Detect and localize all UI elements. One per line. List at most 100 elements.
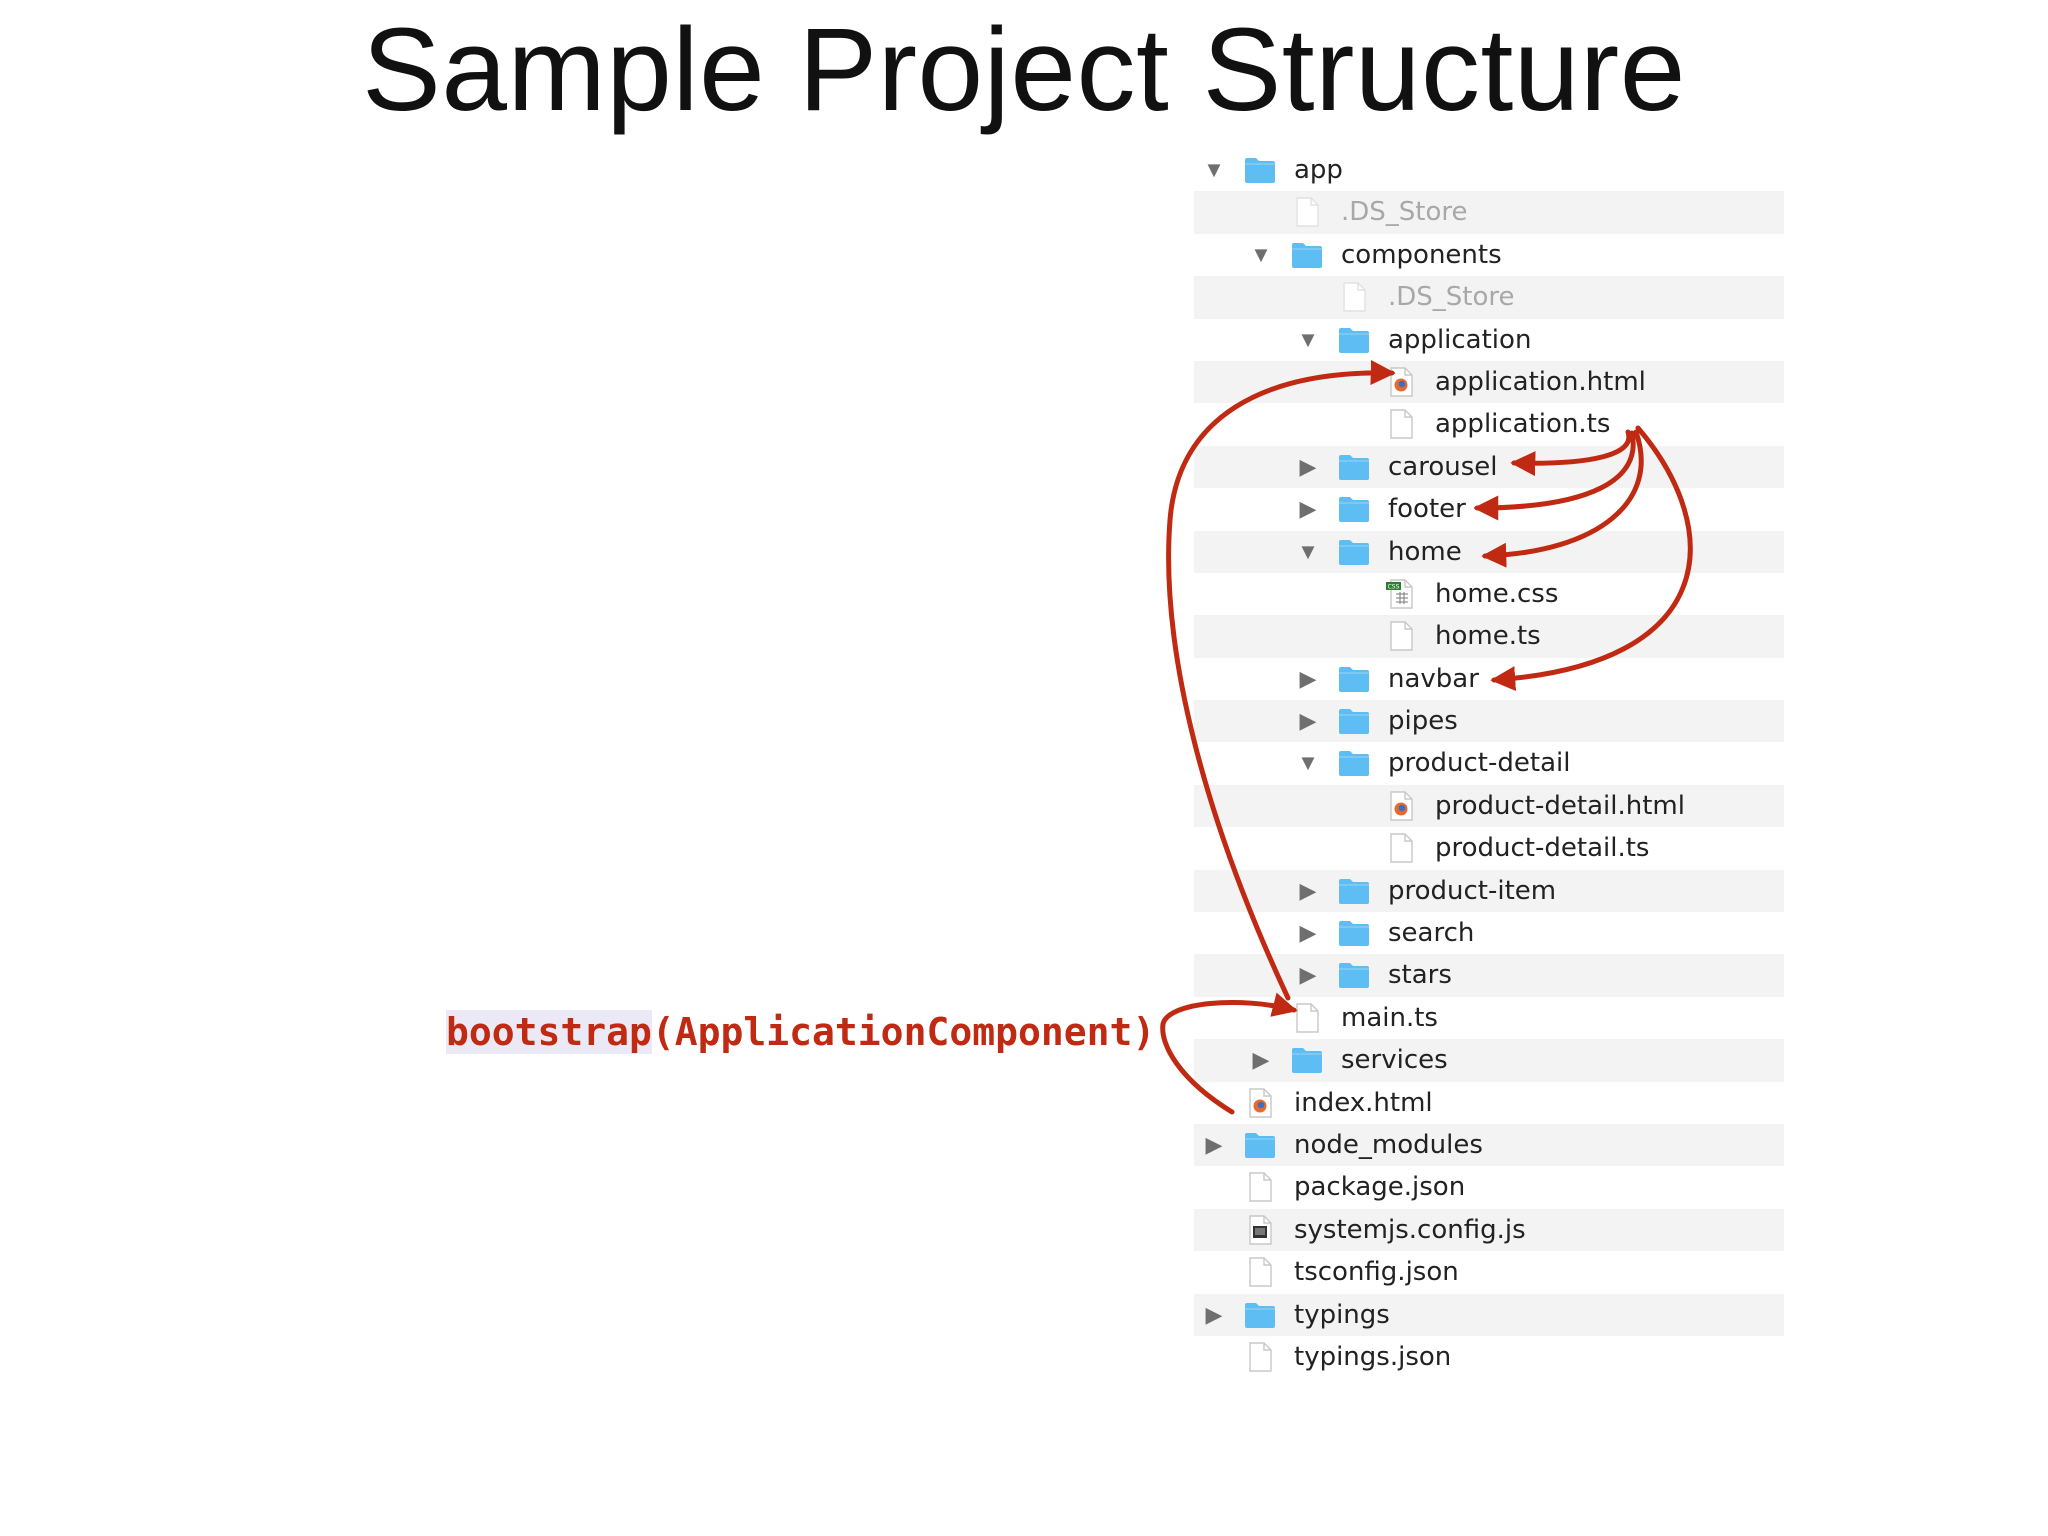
tree-row[interactable]: ▶ node_modules (1194, 1123, 1784, 1167)
folder-icon (1338, 325, 1370, 355)
disclosure-open-icon[interactable]: ▼ (1203, 157, 1225, 182)
tree-item-label: typings.json (1294, 1341, 1452, 1372)
file-icon (1291, 1003, 1323, 1033)
svg-text:CSS: CSS (1388, 583, 1400, 590)
tree-row[interactable]: package.json (1194, 1166, 1784, 1208)
html-file-icon (1385, 791, 1417, 821)
disclosure-closed-icon[interactable]: ▶ (1252, 1047, 1270, 1073)
tree-row[interactable]: index.html (1194, 1082, 1784, 1124)
disclosure-closed-icon[interactable]: ▶ (1299, 665, 1317, 691)
tree-row[interactable]: ▶pipes (1194, 700, 1784, 743)
disclosure-open-icon[interactable]: ▼ (1297, 538, 1319, 564)
tree-row[interactable]: ▶ product-item (1194, 869, 1784, 913)
disclosure-closed-icon[interactable]: ▶ (1205, 1131, 1223, 1157)
tree-row[interactable]: ▼ app (1194, 149, 1784, 191)
disclosure-open-icon[interactable]: ▼ (1297, 326, 1319, 352)
arrow-app-ts-to-carousel (1510, 429, 1632, 477)
arrow-bootstrap-to-main (1160, 992, 1298, 1115)
disclosure-closed-icon[interactable]: ▶ (1299, 962, 1317, 988)
tree-item-label: package.json (1294, 1172, 1466, 1203)
hidden-file-icon (1291, 197, 1323, 228)
tree-row[interactable]: ▼ product-detail (1194, 742, 1784, 784)
bootstrap-call-label: bootstrap(ApplicationComponent) (446, 1004, 1155, 1060)
tree-item-label: application.ts (1435, 409, 1611, 440)
arrow-app-ts-to-navbar (1490, 425, 1693, 692)
tree-row[interactable]: typings.json (1194, 1336, 1784, 1378)
tree-row[interactable]: ▼ application (1194, 319, 1784, 361)
tree-row[interactable]: ▶ footer (1194, 488, 1784, 530)
tree-item-label: home.css (1435, 578, 1559, 609)
tree-row[interactable]: ▶ navbar (1194, 658, 1784, 700)
tree-item-label: product-detail.ts (1435, 833, 1650, 864)
tree-row[interactable]: home.ts (1194, 615, 1784, 658)
css-file-icon: CSS (1385, 579, 1417, 609)
tree-item-label: app (1294, 155, 1343, 185)
tree-row[interactable]: product-detail.html (1194, 784, 1784, 828)
tree-item-label: navbar (1388, 663, 1479, 694)
tree-item-label: home (1388, 536, 1462, 567)
tree-row[interactable]: systemjs.config.js (1194, 1208, 1784, 1252)
tree-item-label: product-item (1388, 875, 1557, 906)
file-icon (1244, 1342, 1276, 1372)
arrow-main-to-application-html (1166, 360, 1396, 1001)
file-icon (1244, 1257, 1276, 1287)
bootstrap-keyword: bootstrap (446, 1010, 652, 1054)
tree-row[interactable]: ▶carousel (1194, 445, 1784, 489)
folder-icon (1338, 960, 1370, 990)
tree-item-label: components (1341, 239, 1502, 270)
folder-icon (1338, 494, 1370, 524)
tree-row[interactable]: .DS_Store (1194, 276, 1784, 319)
tree-row[interactable]: ▶typings (1194, 1293, 1784, 1336)
tree-item-label: product-detail.html (1435, 790, 1685, 821)
file-icon (1385, 621, 1417, 651)
tree-row[interactable]: product-detail.ts (1194, 827, 1784, 869)
folder-icon (1338, 706, 1370, 736)
folder-icon (1338, 537, 1370, 567)
tree-item-label: .DS_Store (1341, 197, 1468, 228)
file-tree: ▼ app .DS_Store ▼ components .DS_Store ▼ applic… (1194, 149, 1784, 1378)
folder-icon (1338, 664, 1370, 694)
tree-item-label: main.ts (1341, 1002, 1438, 1033)
folder-icon (1244, 155, 1276, 185)
tree-item-label: .DS_Store (1388, 282, 1515, 313)
tree-item-label: application (1388, 324, 1532, 355)
arrow-app-ts-to-home (1481, 429, 1644, 568)
tree-row[interactable]: application.ts (1194, 403, 1784, 445)
disclosure-closed-icon[interactable]: ▶ (1299, 453, 1317, 479)
disclosure-open-icon[interactable]: ▼ (1297, 750, 1319, 776)
tree-item-label: search (1388, 918, 1475, 949)
disclosure-closed-icon[interactable]: ▶ (1299, 708, 1317, 734)
tree-row[interactable]: tsconfig.json (1194, 1251, 1784, 1293)
tree-item-label: systemjs.config.js (1294, 1214, 1526, 1245)
disclosure-closed-icon[interactable]: ▶ (1299, 877, 1317, 903)
tree-item-label: application.html (1435, 366, 1646, 397)
folder-icon (1338, 876, 1370, 906)
tree-row[interactable]: CSS home.css (1194, 573, 1784, 615)
tree-row[interactable]: ▶ stars (1194, 954, 1784, 997)
disclosure-closed-icon[interactable]: ▶ (1299, 496, 1317, 522)
tree-item-label: index.html (1294, 1087, 1433, 1118)
tree-row[interactable]: main.ts (1194, 997, 1784, 1039)
folder-icon (1338, 452, 1370, 482)
folder-icon (1291, 1045, 1323, 1075)
tree-item-label: node_modules (1294, 1129, 1483, 1160)
disclosure-closed-icon[interactable]: ▶ (1205, 1301, 1223, 1327)
arrow-app-ts-to-footer (1473, 430, 1636, 521)
tree-row[interactable]: ▼ components (1194, 234, 1784, 276)
file-icon (1385, 409, 1417, 440)
tree-item-label: product-detail (1388, 748, 1571, 779)
tree-item-label: stars (1388, 960, 1452, 991)
bootstrap-args: (ApplicationComponent) (651, 1010, 1156, 1054)
file-icon (1385, 833, 1417, 863)
tree-item-label: tsconfig.json (1294, 1257, 1459, 1288)
disclosure-open-icon[interactable]: ▼ (1250, 241, 1272, 267)
tree-row[interactable]: .DS_Store (1194, 191, 1784, 234)
tree-item-label: footer (1388, 494, 1466, 525)
tree-row[interactable]: ▶ search (1194, 912, 1784, 954)
disclosure-closed-icon[interactable]: ▶ (1299, 920, 1317, 946)
tree-row[interactable]: ▶services (1194, 1039, 1784, 1082)
folder-icon (1338, 748, 1370, 778)
file-icon (1244, 1172, 1276, 1203)
folder-icon (1244, 1130, 1276, 1160)
